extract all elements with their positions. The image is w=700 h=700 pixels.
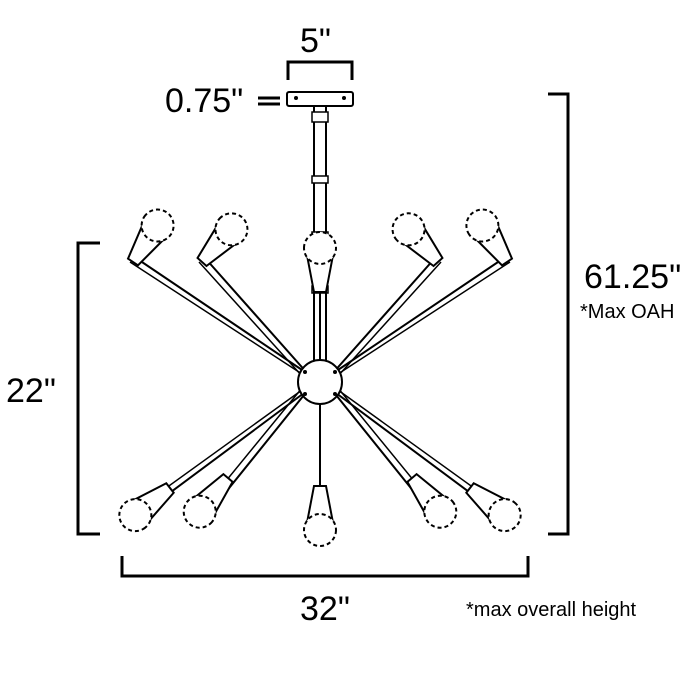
lamp-shade-bottom-5 bbox=[465, 482, 522, 533]
footnote: *max overall height bbox=[466, 599, 637, 621]
canopy-width-label: 5" bbox=[300, 22, 331, 60]
overall-height-label: 61.25" bbox=[584, 258, 682, 296]
lamp-shade-bottom-1 bbox=[118, 482, 175, 533]
lamp-shade-top-5 bbox=[465, 208, 514, 267]
body-height-label: 22" bbox=[6, 372, 56, 410]
body-width-label: 32" bbox=[300, 590, 350, 628]
max-oah-note: *Max OAH bbox=[580, 301, 675, 323]
center-hub bbox=[297, 359, 343, 405]
lamp-shade-top-1 bbox=[126, 208, 175, 267]
overall-height-bracket bbox=[548, 92, 570, 536]
lamp-shade-bottom-4 bbox=[406, 472, 458, 529]
lamp-shade-bottom-3 bbox=[303, 485, 337, 547]
body-height-bracket bbox=[76, 241, 100, 536]
body-width-bracket bbox=[120, 556, 530, 578]
lamp-shade-top-4 bbox=[391, 212, 444, 268]
canopy-height-marker bbox=[258, 96, 280, 106]
canopy-height-label: 0.75" bbox=[165, 82, 244, 120]
canopy-width-bracket bbox=[286, 60, 354, 80]
lamp-shade-top-2 bbox=[196, 212, 249, 268]
lamp-shade-bottom-2 bbox=[182, 472, 234, 529]
lamp-shade-top-3 bbox=[303, 231, 337, 293]
